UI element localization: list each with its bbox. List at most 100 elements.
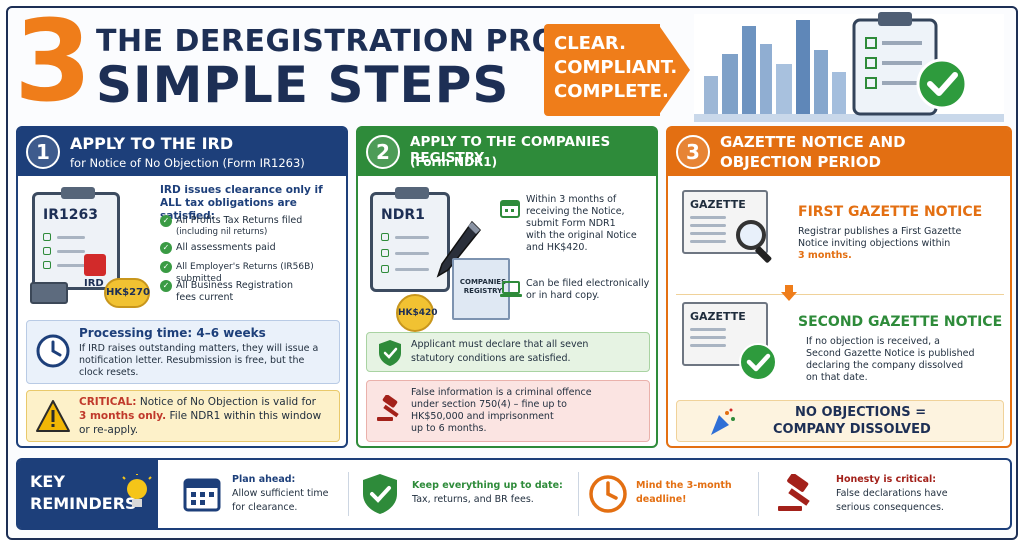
first-gazette-title: FIRST GAZETTE NOTICE — [798, 204, 983, 220]
step-1-item-1-note: (including nil returns) — [176, 227, 268, 237]
step-2-info-6: Can be filed electronically — [526, 278, 650, 289]
step-1-item-4: All Business Registration — [176, 280, 293, 291]
result-line-2: COMPANY DISSOLVED — [773, 422, 931, 437]
building-label-2: REGISTRY — [463, 287, 503, 295]
step-1-subtitle: for Notice of No Objection (Form IR1263) — [70, 156, 305, 170]
step-1-intro: IRD issues clearance only if — [160, 184, 323, 196]
key-reminders-label-2: REMINDERS — [30, 494, 137, 513]
reminder-2-text-1: Tax, returns, and BR fees. — [412, 494, 534, 505]
result-line-1: NO OBJECTIONS = — [795, 405, 927, 420]
form-ndr1-label: NDR1 — [381, 207, 425, 223]
declare-line-1: Applicant must declare that all seven — [411, 339, 589, 350]
critical-label: CRITICAL: — [79, 396, 137, 408]
laptop-icon — [500, 281, 522, 297]
check-icon: ✓ — [160, 261, 172, 273]
critical-line-3: or re-apply. — [79, 424, 139, 436]
step-1-number: 1 — [26, 135, 60, 169]
critical-line-2: File NDR1 within this window — [169, 410, 322, 422]
gazette-newspaper-icon-2: GAZETTE — [682, 302, 768, 366]
magnifier-icon — [736, 220, 772, 263]
step-3-title-1: GAZETTE NOTICE AND — [720, 133, 906, 151]
warning-icon — [36, 400, 70, 432]
step-2-subtitle: (Form NDR1) — [410, 155, 498, 169]
pen-icon — [436, 220, 482, 278]
second-gazette-text-2: Second Gazette Notice is published — [806, 348, 975, 359]
reminder-1-title: Plan ahead: — [232, 474, 296, 485]
tagline-complete: COMPLETE. — [554, 81, 669, 102]
step-2-info-3: submit Form NDR1 — [526, 218, 616, 229]
tagline-arrow: CLEAR. COMPLIANT. COMPLETE. — [544, 24, 690, 116]
title-line-2: SIMPLE STEPS — [96, 56, 510, 114]
warning-line-2: under section 750(4) – fine up to — [411, 399, 567, 410]
processing-text-1: If IRD raises outstanding matters, they … — [79, 343, 319, 354]
step-1-intro-bold: ALL tax obligations are satisfied: — [160, 197, 297, 222]
processing-text-3: clock resets. — [79, 367, 139, 378]
ird-logo-text: IRD — [84, 278, 104, 289]
step-2-info-1: Within 3 months of — [526, 194, 617, 205]
criminal-offence-box: False information is a criminal offence … — [366, 380, 650, 442]
second-gazette-title: SECOND GAZETTE NOTICE — [798, 314, 1003, 330]
lightbulb-icon — [122, 474, 152, 507]
key-reminders-bar: KEY REMINDERS Plan ahead: Allow sufficie… — [16, 458, 1012, 530]
first-gazette-text-2: Notice inviting objections within — [798, 238, 951, 249]
step-1-item-3: All Employer's Returns (IR56B) submitted — [176, 262, 314, 284]
reminder-1-text-2: for clearance. — [232, 502, 298, 513]
declare-line-2: statutory conditions are satisfied. — [411, 353, 571, 364]
step-1-item-4-cont: fees current — [176, 292, 234, 303]
reminder-4-text-2: serious consequences. — [836, 502, 944, 513]
step-2-info-2: receiving the Notice, — [526, 206, 625, 217]
step-1-item-2: All assessments paid — [176, 242, 276, 253]
tagline-compliant: COMPLIANT. — [554, 57, 678, 78]
tagline-clear: CLEAR. — [554, 33, 626, 54]
critical-line-1: Notice of No Objection is valid for — [139, 396, 316, 408]
fee-coin-270: HK$270 — [104, 278, 150, 308]
dissolved-result-box: NO OBJECTIONS = COMPANY DISSOLVED — [676, 400, 1004, 442]
step-1-item-1: All Profits Tax Returns filed — [176, 215, 303, 226]
second-gazette-text-1: If no objection is received, a — [806, 336, 941, 347]
shield-check-icon — [363, 474, 397, 514]
step-2-panel: 2 APPLY TO THE COMPANIES REGISTRY (Form … — [356, 126, 658, 448]
party-popper-icon — [711, 408, 735, 435]
gazette-label-1: GAZETTE — [690, 198, 746, 211]
critical-bold: 3 months only. — [79, 410, 167, 422]
step-1-panel: 1 APPLY TO THE IRD for Notice of No Obje… — [16, 126, 348, 448]
second-gazette-text-4: on that date. — [806, 372, 868, 383]
step-2-header: 2 APPLY TO THE COMPANIES REGISTRY (Form … — [358, 128, 656, 176]
ird-logo-icon — [84, 254, 106, 276]
form-ir1263-label: IR1263 — [43, 207, 98, 223]
gavel-icon — [377, 395, 399, 421]
critical-box: CRITICAL: Notice of No Objection is vali… — [26, 390, 340, 442]
big-number-three: 3 — [14, 0, 92, 127]
gazette-label-2: GAZETTE — [690, 310, 746, 323]
calendar-icon — [500, 200, 520, 218]
reminder-1-text-1: Allow sufficient time — [232, 488, 329, 499]
declaration-box: Applicant must declare that all seven st… — [366, 332, 650, 372]
reminder-4-title: Honesty is critical: — [836, 474, 937, 485]
reminder-3-text-1: deadline! — [636, 494, 687, 505]
step-2-title: APPLY TO THE COMPANIES REGISTRY — [410, 134, 611, 166]
warning-line-4: up to 6 months. — [411, 423, 487, 434]
clipboard-check-icon — [852, 12, 968, 116]
reminder-4-text-1: False declarations have — [836, 488, 948, 499]
step-2-info-7: or in hard copy. — [526, 290, 600, 301]
arrow-down-icon — [781, 285, 797, 301]
key-reminders-label-box: KEY REMINDERS — [18, 460, 158, 528]
divider — [676, 294, 1004, 295]
separator — [348, 472, 349, 516]
warning-line-1: False information is a criminal offence — [411, 387, 592, 398]
warning-line-3: HK$50,000 and imprisonment — [411, 411, 554, 422]
step-1-title: APPLY TO THE IRD — [70, 134, 234, 153]
check-circle-icon — [739, 343, 777, 381]
reminder-3-title: Mind the 3-month — [636, 480, 732, 491]
clock-icon — [589, 475, 627, 513]
step-1-header: 1 APPLY TO THE IRD for Notice of No Obje… — [18, 128, 346, 176]
step-3-header: 3 GAZETTE NOTICE AND OBJECTION PERIOD — [668, 128, 1010, 176]
key-reminders-label-1: KEY — [30, 472, 65, 491]
processing-text-2: notification letter. Resubmission is fre… — [79, 355, 305, 366]
separator — [578, 472, 579, 516]
step-3-title-2: OBJECTION PERIOD — [720, 153, 881, 171]
step-2-info-5: and HK$420. — [526, 242, 588, 253]
calendar-icon — [183, 478, 221, 512]
first-gazette-bold: 3 months. — [798, 250, 852, 261]
step-2-info-4: with the original Notice — [526, 230, 637, 241]
